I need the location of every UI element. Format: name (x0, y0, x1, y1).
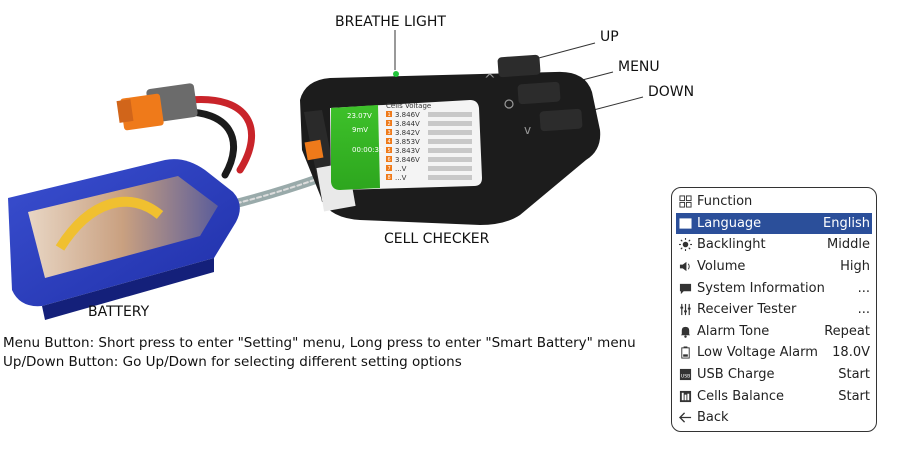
menu-item-label: USB Charge (697, 367, 775, 383)
screen-cell-voltage: 3.844V (395, 120, 420, 128)
menu-item-value: High (840, 259, 870, 275)
screen-cell-index-box (386, 147, 392, 153)
battery-pack (8, 159, 240, 320)
screen-cell-bar (428, 130, 472, 135)
svg-text:USB: USB (681, 373, 691, 379)
screen-cell-index-box (386, 120, 392, 126)
screen-cell-voltage: 3.846V (395, 111, 420, 119)
menu-item-label: Language (697, 215, 762, 231)
screen-cell-index-box (386, 156, 392, 162)
screen-cell-index-box (386, 138, 392, 144)
usb-icon: USB (678, 367, 693, 382)
menu-item-label: Volume (697, 259, 746, 275)
menu-item-label: Backlinght (697, 237, 766, 253)
menu-item-alarm-tone[interactable]: Alarm Tone Repeat (676, 321, 872, 343)
screen-cell-bar (428, 139, 472, 144)
screen-cell-index-box (386, 111, 392, 117)
balance-icon (678, 389, 693, 404)
menu-item-system-information[interactable]: System Information... (676, 277, 872, 299)
svg-text:v: v (524, 123, 531, 137)
menu-item-low-voltage-alarm[interactable]: Low Voltage Alarm 18.0V (676, 342, 872, 364)
screen-cell-bar (428, 112, 472, 117)
menu-item-receiver-tester[interactable]: Receiver Tester... (676, 299, 872, 321)
menu-item-value: 18.0V (832, 345, 870, 361)
screen-total-voltage: 23.07V (347, 112, 372, 120)
menu-item-volume[interactable]: Volume High (676, 256, 872, 278)
screen-cell-voltage: 3.846V (395, 156, 420, 164)
menu-item-label: Receiver Tester (697, 302, 797, 318)
instructions-line-2: Up/Down Button: Go Up/Down for selecting… (3, 354, 462, 370)
sun-icon (678, 237, 693, 252)
screen-cell-index-box (386, 174, 392, 180)
svg-text:^: ^ (484, 72, 496, 88)
battery-label: BATTERY (88, 304, 150, 320)
screen-cell-index-box (386, 165, 392, 171)
screen-cell-bar (428, 175, 472, 180)
menu-item-value: English (823, 215, 870, 231)
menu-item-label: Cells Balance (697, 388, 785, 404)
xt-connector (116, 83, 198, 131)
up-label: UP (600, 29, 619, 45)
menu-item-value: Start (838, 388, 870, 404)
grid-icon (678, 194, 693, 209)
screen-cell-index: 6 (388, 157, 391, 163)
down-label: DOWN (648, 84, 695, 100)
screen-cell-voltage: ...V (395, 174, 407, 182)
menu-item-value: Start (838, 367, 870, 383)
chat-icon (678, 281, 693, 296)
breathe-light-label: BREATHE LIGHT (335, 14, 446, 30)
instructions: Menu Button: Short press to enter "Setti… (3, 334, 636, 372)
menu-item-value: Middle (827, 237, 870, 253)
screen-cell-index: 5 (388, 148, 391, 154)
menu-item-label: Alarm Tone (697, 323, 770, 339)
screen-cell-index: 8 (388, 175, 391, 181)
screen-cell-bar (428, 166, 472, 171)
screen-cell-bar (428, 121, 472, 126)
screen-timer: 00:00:32 (352, 146, 383, 154)
battery-icon (678, 345, 693, 360)
screen-cell-index: 7 (388, 166, 391, 172)
menu-item-label: Function (697, 194, 753, 210)
screen-cell-index: 4 (388, 139, 391, 145)
menu-item-label: System Information (697, 280, 825, 296)
instructions-line-1: Menu Button: Short press to enter "Setti… (3, 335, 636, 351)
screen-cell-list: 1 3.846V 2 3.844V 3 3.842V 4 3.853V 5 3.843V 6 3.84… (386, 111, 472, 182)
receiver-icon (678, 302, 693, 317)
screen-min-diff: 9mV (352, 126, 368, 134)
menu-item-backlinght[interactable]: Backlinght Middle (676, 234, 872, 256)
menu-item-label: Back (697, 410, 729, 426)
screen-cell-voltage: 3.853V (395, 138, 420, 146)
screen-content: 23.07V 9mV 00:00:32 Cells Voltage 1 3.846… (347, 102, 472, 182)
screen-cell-index: 1 (388, 112, 391, 118)
menu-item-value: Repeat (824, 323, 870, 339)
language-icon (678, 216, 693, 231)
back-arrow-icon (678, 410, 693, 425)
screen-cell-voltage: ...V (395, 165, 407, 173)
menu-item-usb-charge[interactable]: USB USB Charge Start (676, 364, 872, 386)
menu-item-function[interactable]: Function (676, 191, 872, 213)
screen-cell-voltage: 3.843V (395, 147, 420, 155)
screen-cell-index: 3 (388, 130, 391, 136)
cell-checker-label: CELL CHECKER (384, 231, 490, 247)
screen-cell-index: 2 (388, 121, 391, 127)
screen-cell-bar (428, 148, 472, 153)
bell-icon (678, 324, 693, 339)
menu-item-label: Low Voltage Alarm (697, 345, 818, 361)
menu-item-value: ... (857, 302, 870, 318)
speaker-icon (678, 259, 693, 274)
menu-item-back[interactable]: Back (676, 407, 872, 429)
screen-cell-bar (428, 157, 472, 162)
menu-item-language[interactable]: Language English (676, 212, 872, 235)
menu-item-value: ... (857, 280, 870, 296)
menu-label: MENU (618, 59, 660, 75)
screen-cells-title: Cells Voltage (386, 102, 431, 110)
screen-cell-index-box (386, 129, 392, 135)
menu-item-cells-balance[interactable]: Cells Balance Start (676, 385, 872, 407)
screen-cell-voltage: 3.842V (395, 129, 420, 137)
